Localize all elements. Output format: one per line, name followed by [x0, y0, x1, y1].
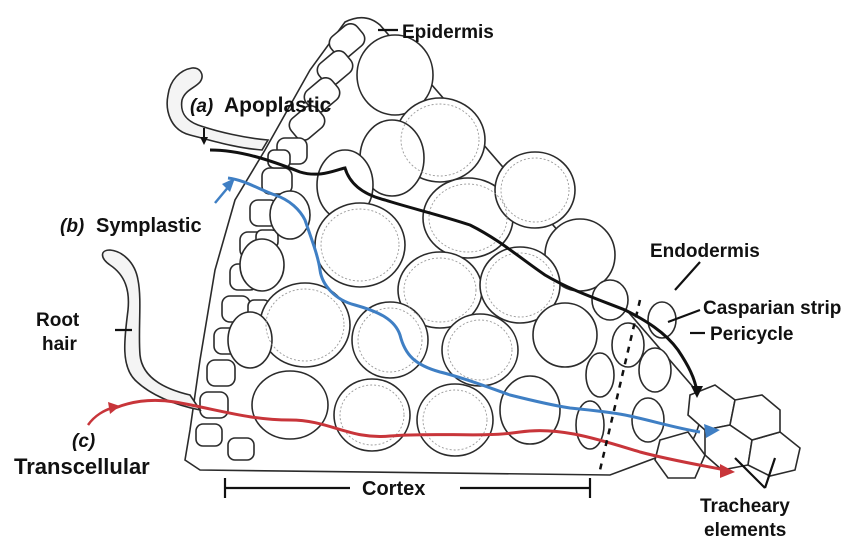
cortex-cell [533, 303, 597, 367]
endodermis-cell [612, 323, 644, 367]
root-hair-label-line1: Root [36, 310, 80, 331]
tracheary-label-line2: elements [704, 520, 786, 541]
cortex-cell [270, 191, 310, 239]
tracheary-label-line1: Tracheary [700, 496, 790, 517]
cortex-cell [334, 379, 410, 451]
pericycle-label: Pericycle [710, 324, 793, 345]
casparian-strip-label: Casparian strip [703, 298, 841, 319]
pericycle-cell [639, 348, 671, 392]
epidermis-cell [200, 392, 228, 418]
epidermis-cell [196, 424, 222, 446]
epidermis-cell [207, 360, 235, 386]
cortex-cell [252, 371, 328, 439]
apoplastic-label: Apoplastic [224, 94, 332, 117]
cortex-cell [240, 239, 284, 291]
cortex-cell [228, 312, 272, 368]
symplastic-letter: (b) [60, 216, 84, 237]
cortex-cell [417, 384, 493, 456]
endodermis-label: Endodermis [650, 241, 760, 262]
transcellular-pointer-arrow [88, 408, 112, 425]
tracheary-cell [655, 432, 705, 478]
endodermis-leader [675, 262, 700, 290]
cortex-cell [315, 203, 405, 287]
transcellular-label: Transcellular [14, 454, 150, 479]
endodermis-cell [586, 353, 614, 397]
transcellular-letter: (c) [72, 431, 95, 452]
cortex-cell [495, 152, 575, 228]
symplastic-label: Symplastic [96, 215, 202, 237]
root-hair-label-line2: hair [42, 334, 77, 355]
cortex-label: Cortex [362, 478, 425, 500]
cortex-cell [352, 302, 428, 378]
epidermis-label: Epidermis [402, 22, 494, 43]
apoplastic-letter: (a) [190, 96, 213, 117]
epidermis-cell [228, 438, 254, 460]
